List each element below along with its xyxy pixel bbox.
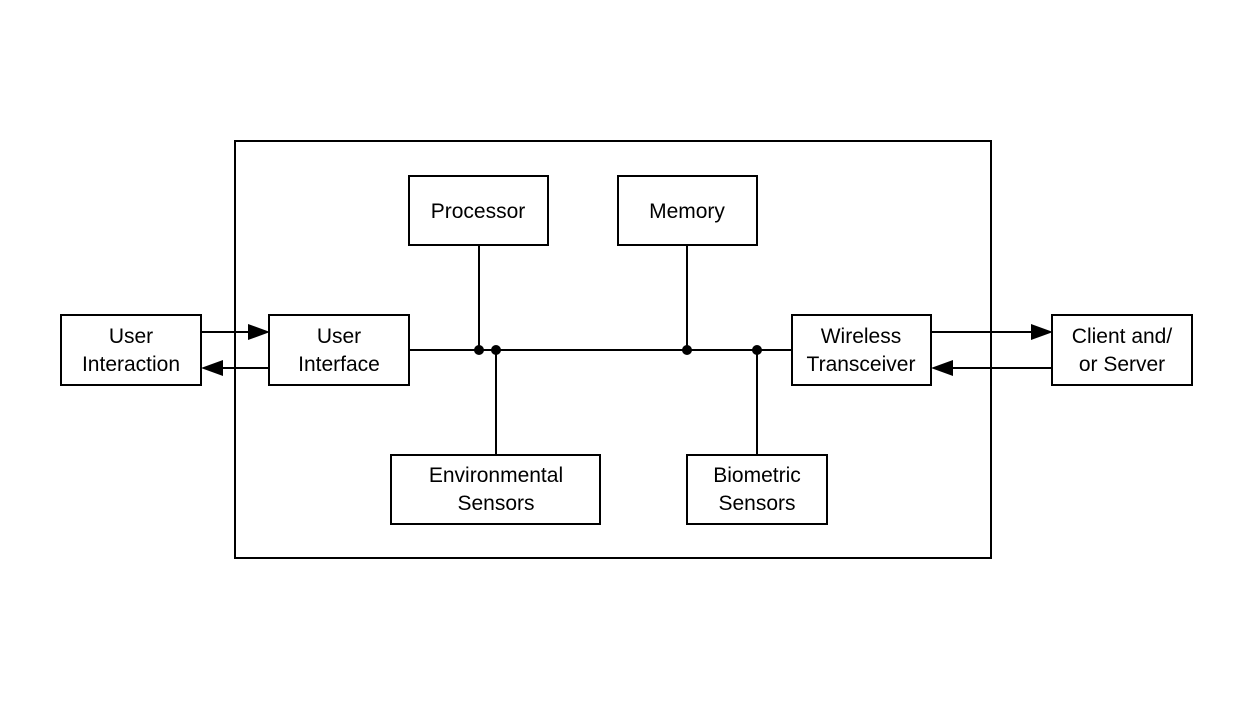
environmental-sensors-label-line2: Sensors [457, 492, 534, 515]
user-interface-label-line1: User [317, 325, 361, 348]
client-server-block: Client and/ or Server [1052, 315, 1192, 385]
environmental-sensors-label-line1: Environmental [429, 464, 563, 487]
user-interaction-label-line2: Interaction [82, 353, 180, 376]
biometric-sensors-label-line2: Sensors [718, 492, 795, 515]
junction-processor [474, 345, 484, 355]
user-interaction-label-line1: User [109, 325, 153, 348]
memory-block: Memory [618, 176, 757, 245]
wireless-transceiver-label-line1: Wireless [821, 325, 902, 348]
user-interface-label-line2: Interface [298, 353, 380, 376]
user-interface-block: User Interface [269, 315, 409, 385]
processor-label: Processor [431, 200, 526, 223]
memory-label: Memory [649, 200, 725, 223]
junction-memory [682, 345, 692, 355]
client-server-label-line1: Client and/ [1072, 325, 1173, 348]
junction-biometric-sensors [752, 345, 762, 355]
wireless-transceiver-label-line2: Transceiver [807, 353, 916, 376]
biometric-sensors-label-line1: Biometric [713, 464, 801, 487]
processor-block: Processor [409, 176, 548, 245]
junction-environmental-sensors [491, 345, 501, 355]
client-server-label-line2: or Server [1079, 353, 1165, 376]
environmental-sensors-block: Environmental Sensors [391, 455, 600, 524]
wireless-transceiver-block: Wireless Transceiver [792, 315, 931, 385]
biometric-sensors-block: Biometric Sensors [687, 455, 827, 524]
user-interaction-block: User Interaction [61, 315, 201, 385]
